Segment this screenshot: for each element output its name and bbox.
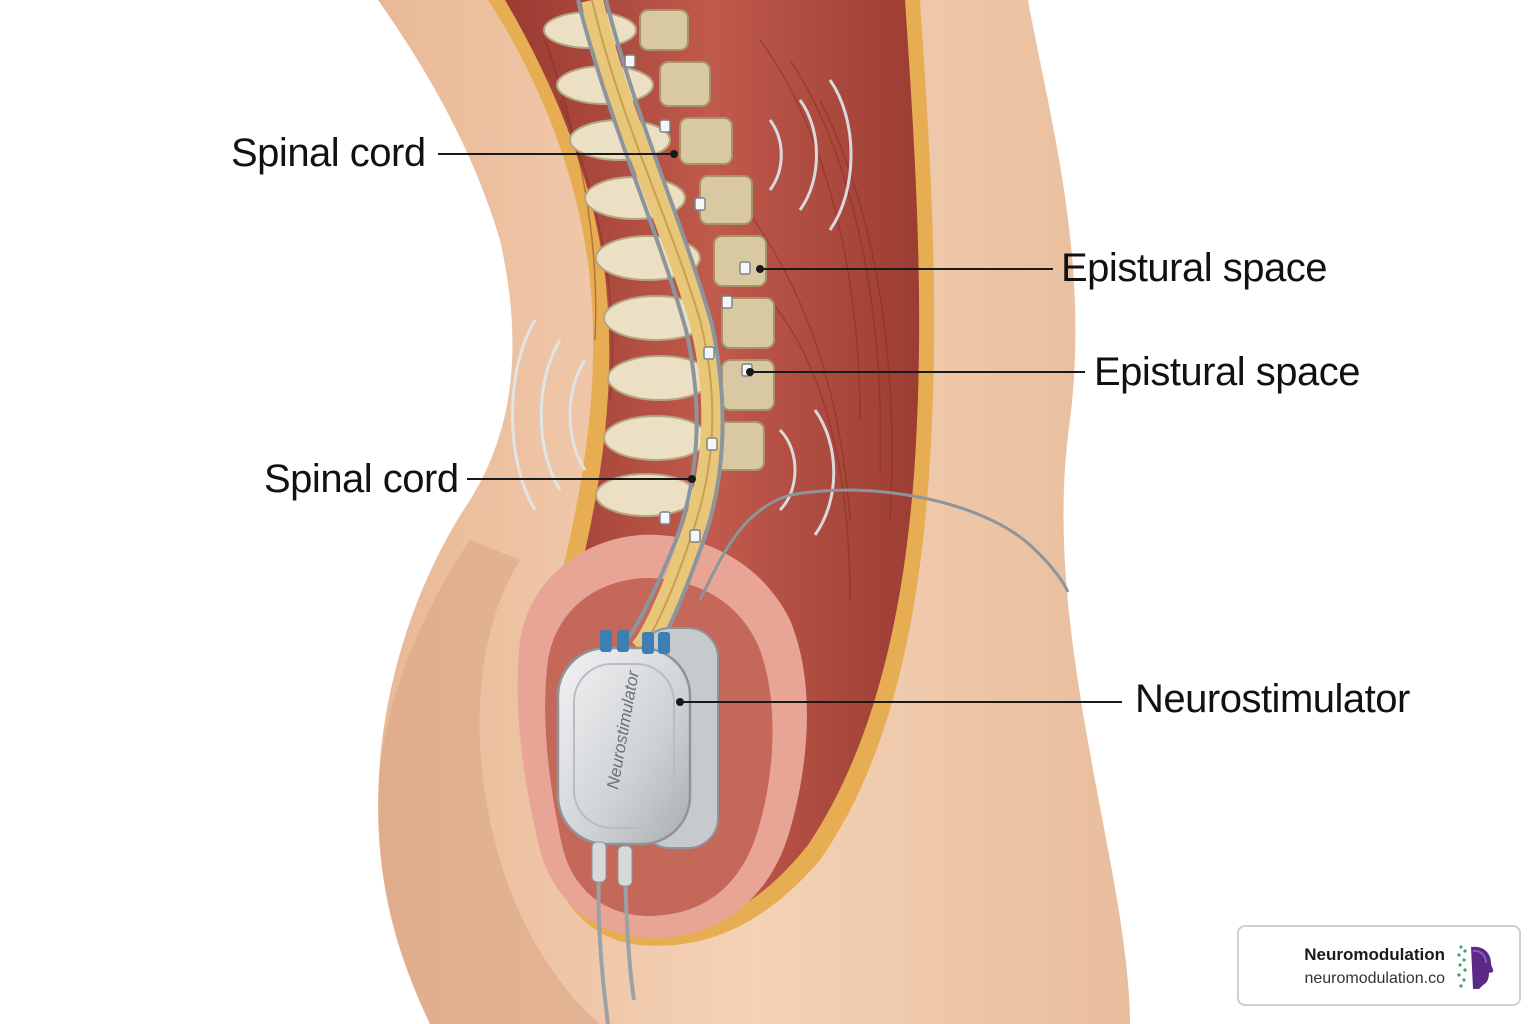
callout-lines [438,153,1122,703]
callout-dots [670,150,764,706]
label-spinal-cord-upper: Spinal cord [231,131,426,175]
neurostimulator-device: Neurostimulator [556,627,719,1024]
electrode-leads [576,0,725,650]
vertebral-bodies [639,9,775,471]
label-epistural-space-lower: Epistural space [1094,350,1360,394]
electrode-contacts [624,54,753,543]
watermark-url: neuromodulation.co [1304,970,1445,987]
stimulation-waves [511,79,853,536]
extension-lead [698,488,1070,601]
buttock-shadow [378,540,600,1024]
neuromodulation-logo-icon [1457,945,1494,989]
watermark-badge[interactable]: Neuromodulation neuromodulation.co [1237,925,1521,1006]
label-spinal-cord-lower: Spinal cord [264,457,459,501]
watermark-title: Neuromodulation [1304,945,1445,964]
label-epistural-space-upper: Epistural space [1061,246,1327,290]
label-neurostimulator: Neurostimulator [1135,677,1410,721]
